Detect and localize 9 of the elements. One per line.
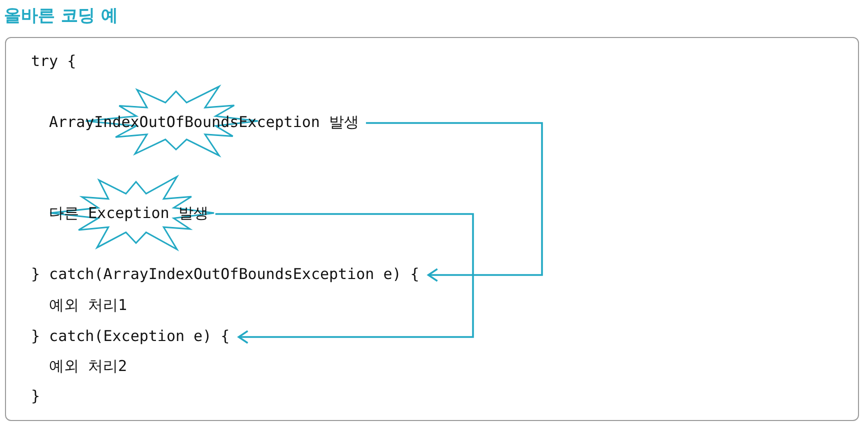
code-line: 예외 처리1 (49, 295, 128, 315)
code-line: } catch(Exception e) { (31, 326, 230, 346)
code-line: try { (31, 51, 76, 71)
code-line: } catch(ArrayIndexOutOfBoundsException e) { (31, 264, 420, 284)
title: 올바른 코딩 예 (4, 5, 118, 27)
code-line: 예외 처리2 (49, 356, 128, 376)
code-line: } (31, 386, 40, 406)
arrow (366, 122, 543, 282)
arrow (215, 213, 474, 344)
